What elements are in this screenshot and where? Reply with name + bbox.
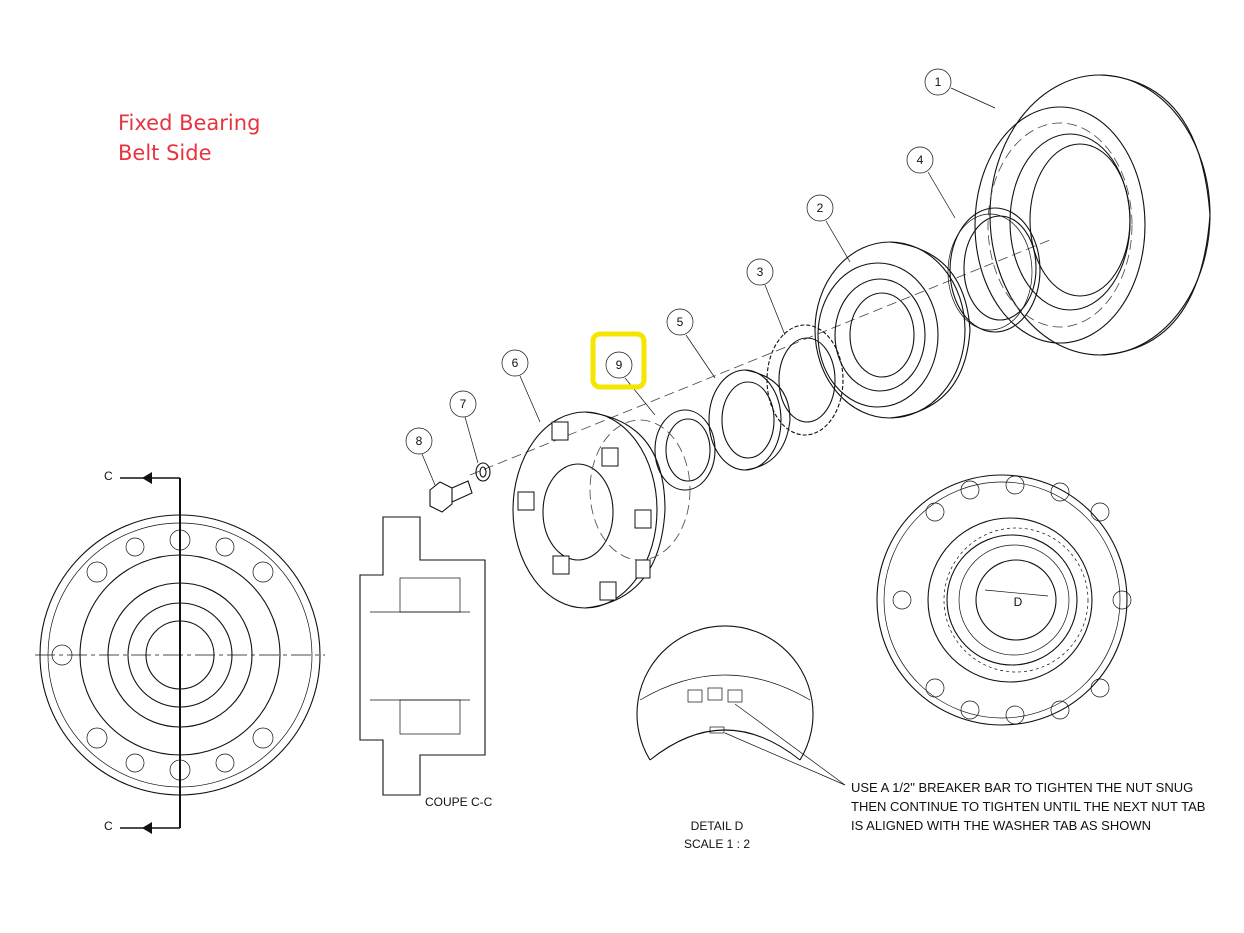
note-line-1: USE A 1/2" BREAKER BAR TO TIGHTEN THE NU…	[851, 780, 1194, 795]
note-line-3: IS ALIGNED WITH THE WASHER TAB AS SHOWN	[851, 818, 1152, 833]
balloon-1: 1	[924, 68, 952, 96]
svg-text:9: 9	[616, 358, 623, 372]
detail-scale: SCALE 1 : 2	[684, 837, 750, 851]
part-9-ring	[654, 409, 716, 491]
cut-label-top: C	[104, 469, 113, 483]
balloon-4: 4	[906, 146, 934, 174]
note-line-2: THEN CONTINUE TO TIGHTEN UNTIL THE NEXT …	[851, 799, 1206, 814]
detail-marker: D	[1014, 595, 1023, 609]
title-line-2: Belt Side	[118, 141, 212, 165]
svg-text:3: 3	[757, 265, 764, 279]
balloons: 1 2 3 4 5 6 7 8 9	[405, 68, 952, 455]
balloon-2: 2	[806, 194, 834, 222]
front-view: C C	[35, 469, 325, 834]
part-7-washer	[475, 462, 491, 482]
part-8-bolt	[429, 480, 473, 513]
assembly-note: USE A 1/2" BREAKER BAR TO TIGHTEN THE NU…	[851, 778, 1205, 835]
part-1-housing	[974, 74, 1211, 356]
cut-label-bottom: C	[104, 819, 113, 833]
part-6-cover	[512, 411, 691, 609]
section-caption: COUPE C-C	[425, 795, 493, 809]
balloon-6: 6	[501, 349, 529, 377]
drawing-title: Fixed Bearing Belt Side	[118, 108, 260, 168]
title-line-1: Fixed Bearing	[118, 111, 261, 135]
detail-d-view: DETAIL D SCALE 1 : 2	[636, 625, 846, 851]
balloon-9: 9	[590, 331, 647, 390]
section-view: COUPE C-C	[359, 516, 493, 809]
part-4-ring	[947, 207, 1041, 333]
rear-view: D	[876, 474, 1132, 726]
svg-text:7: 7	[460, 397, 467, 411]
detail-caption: DETAIL D	[691, 819, 744, 833]
svg-text:6: 6	[512, 356, 519, 370]
balloon-3: 3	[746, 258, 774, 286]
balloon-7: 7	[449, 390, 477, 418]
part-2-bearing	[814, 241, 971, 419]
leader-lines	[421, 87, 996, 486]
svg-text:2: 2	[817, 201, 824, 215]
svg-text:8: 8	[416, 434, 423, 448]
balloon-5: 5	[666, 308, 694, 336]
part-5-nut	[708, 369, 791, 471]
svg-text:4: 4	[917, 153, 924, 167]
svg-text:5: 5	[677, 315, 684, 329]
svg-text:1: 1	[935, 75, 942, 89]
highlight-box	[590, 331, 647, 390]
balloon-8: 8	[405, 427, 433, 455]
